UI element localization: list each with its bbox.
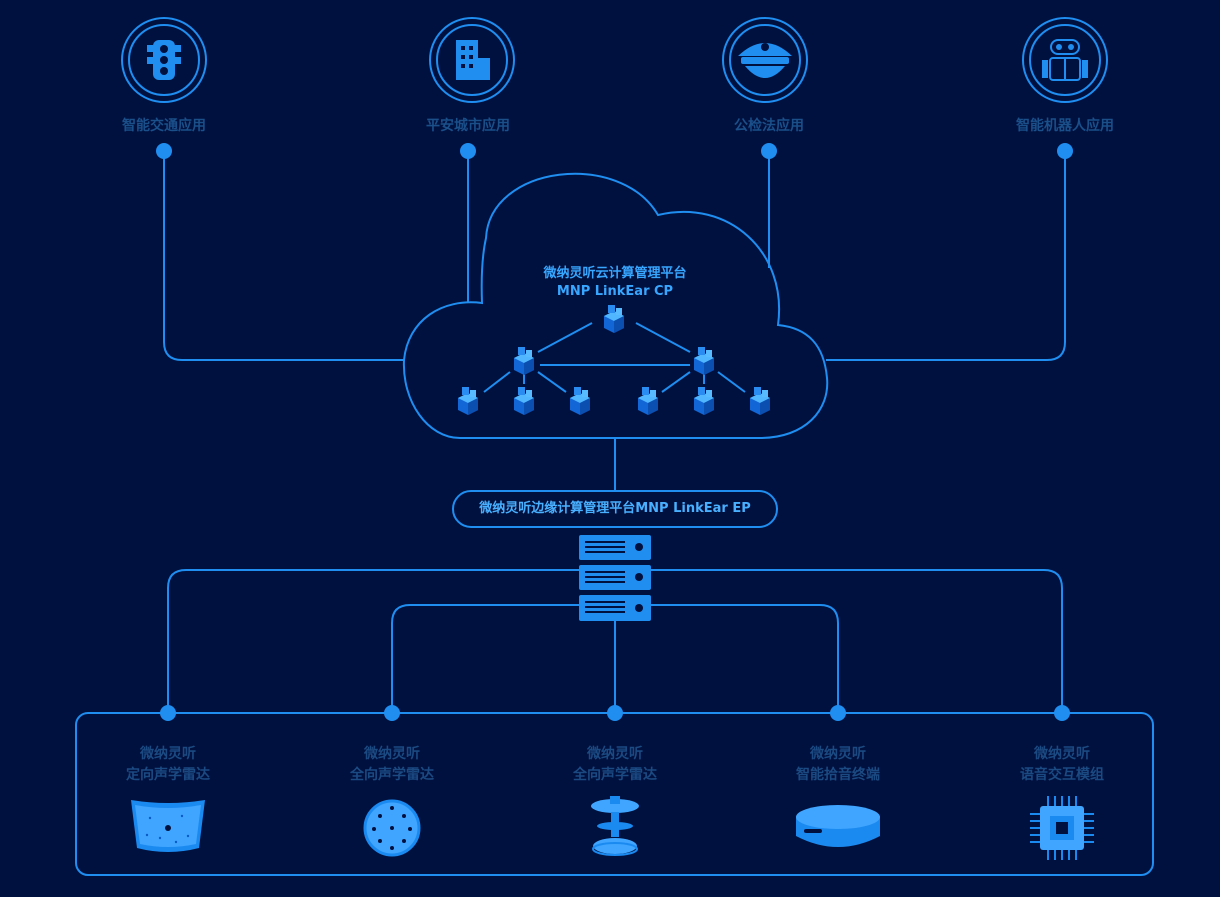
device-label-omni-radar-disc: 微纳灵听 全向声学雷达: [525, 744, 705, 786]
device-label-voice-module: 微纳灵听 语音交互模组: [972, 744, 1152, 786]
disc-array-icon: [591, 796, 639, 856]
server-rack-icon: [579, 535, 651, 621]
app-dot: [1057, 143, 1073, 159]
app-dot: [156, 143, 172, 159]
device-name: 智能拾音终端: [796, 767, 880, 783]
device-name: 定向声学雷达: [126, 767, 210, 783]
device-name: 全向声学雷达: [350, 767, 434, 783]
app-dot: [460, 143, 476, 159]
police-cap-icon: [738, 43, 792, 78]
device-label-pickup-terminal: 微纳灵听 智能拾音终端: [748, 744, 928, 786]
cloud-title-en: MNP LinkEar CP: [556, 284, 674, 299]
app-label-city: 平安城市应用: [426, 118, 510, 134]
traffic-light-icon: [147, 40, 181, 80]
device-brand: 微纳灵听: [364, 746, 420, 762]
connector-robot: [826, 151, 1066, 361]
device-brand: 微纳灵听: [140, 746, 196, 762]
flat-array-icon: [131, 800, 205, 852]
app-label-traffic: 智能交通应用: [122, 118, 206, 134]
device-label-omni-radar-sphere: 微纳灵听 全向声学雷达: [302, 744, 482, 786]
building-icon: [456, 40, 490, 80]
sphere-array-icon: [363, 799, 421, 857]
cloud-server-nodes: [458, 305, 770, 415]
device-name: 全向声学雷达: [573, 767, 657, 783]
edge-platform-label: 微纳灵听边缘计算管理平台MNP LinkEar EP: [452, 490, 778, 528]
app-label-police: 公检法应用: [734, 118, 804, 134]
device-brand: 微纳灵听: [810, 746, 866, 762]
app-label-robot: 智能机器人应用: [1016, 118, 1114, 134]
app-dot: [761, 143, 777, 159]
device-brand: 微纳灵听: [1034, 746, 1090, 762]
connector-traffic: [163, 151, 405, 361]
device-name: 语音交互模组: [1020, 767, 1104, 783]
device-label-directional-radar: 微纳灵听 定向声学雷达: [78, 744, 258, 786]
cloud-shape: [402, 172, 829, 439]
robot-icon: [1042, 39, 1088, 81]
puck-terminal-icon: [796, 805, 880, 847]
device-brand: 微纳灵听: [587, 746, 643, 762]
chip-module-icon: [1030, 796, 1094, 860]
cloud-title-cn: 微纳灵听云计算管理平台: [543, 266, 687, 281]
